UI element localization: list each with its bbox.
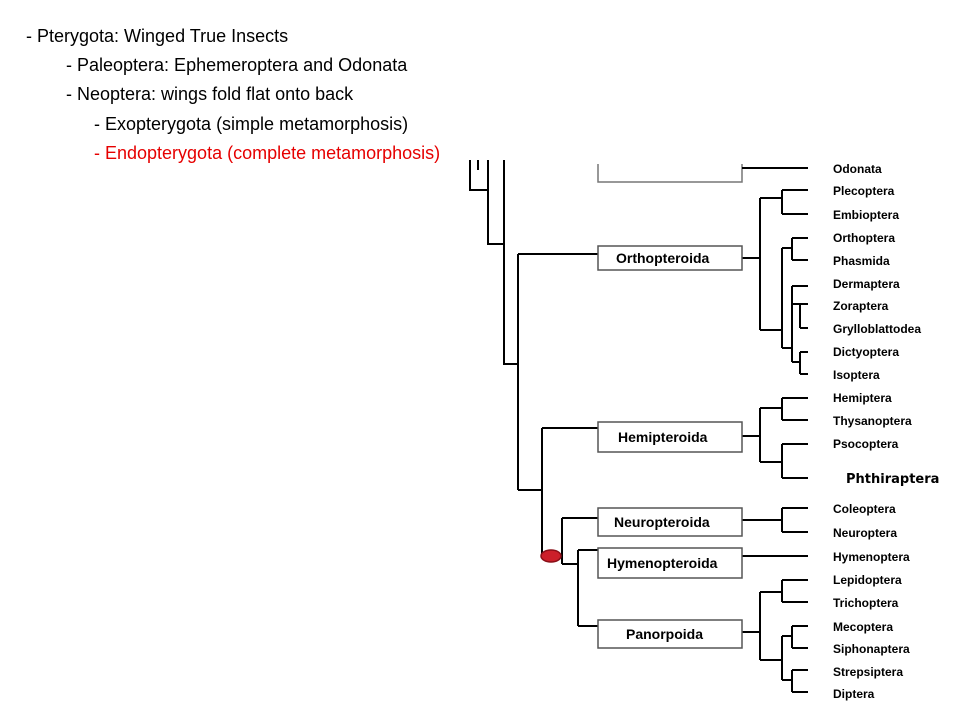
outline-exopterygota: - Exopterygota (simple metamorphosis) — [94, 114, 409, 134]
leaf-dictyoptera: Dictyoptera — [833, 345, 899, 359]
leaf-phasmida: Phasmida — [833, 254, 890, 268]
hemipteroida-box — [597, 421, 743, 453]
leaf-psocoptera: Psocoptera — [833, 437, 899, 451]
leaf-odonata: Odonata — [833, 162, 882, 176]
leaf-plecoptera: Plecoptera — [833, 184, 895, 198]
hymenopteroida-label: Hymenopteroida — [607, 555, 718, 571]
leaf-hemiptera: Hemiptera — [833, 391, 892, 405]
leaf-diptera: Diptera — [833, 687, 875, 701]
leaf-coleoptera: Coleoptera — [833, 502, 896, 516]
leaf-phthiraptera: Phthiraptera — [846, 472, 939, 487]
panorpoida-box — [597, 619, 743, 649]
neuropteroida-label: Neuropteroida — [614, 514, 710, 530]
leaf-mecoptera: Mecoptera — [833, 620, 893, 634]
leaf-embioptera: Embioptera — [833, 208, 899, 222]
leaf-hymenoptera: Hymenoptera — [833, 550, 910, 564]
leaf-lepidoptera: Lepidoptera — [833, 573, 902, 587]
endopterygota-node-marker — [540, 549, 562, 563]
hymenopteroida-box — [597, 547, 743, 579]
panorpoida-label: Panorpoida — [626, 626, 703, 642]
hemipteroida-label: Hemipteroida — [618, 429, 708, 445]
leaf-grylloblattodea: Grylloblattodea — [833, 322, 921, 336]
orthopteroida-label: Orthopteroida — [616, 250, 710, 266]
neuropteroida-box — [597, 507, 743, 537]
orthopteroida-box — [597, 245, 743, 271]
leaf-thysanoptera: Thysanoptera — [833, 414, 912, 428]
leaf-strepsiptera: Strepsiptera — [833, 665, 903, 679]
outline-pterygota: - Pterygota: Winged True Insects — [26, 26, 289, 46]
leaf-dermaptera: Dermaptera — [833, 277, 900, 291]
outline-paleoptera: - Paleoptera: Ephemeroptera and Odonata — [66, 55, 408, 75]
tree-branches — [469, 160, 808, 693]
leaf-isoptera: Isoptera — [833, 368, 880, 382]
outline-neoptera: - Neoptera: wings fold flat onto back — [66, 84, 354, 104]
leaf-siphonaptera: Siphonaptera — [833, 642, 910, 656]
leaf-zoraptera: Zoraptera — [833, 299, 889, 313]
outline-endopterygota: - Endopterygota (complete metamorphosis) — [94, 143, 441, 163]
leaf-neuroptera: Neuroptera — [833, 526, 897, 540]
leaf-orthoptera: Orthoptera — [833, 231, 895, 245]
leaf-labels: Odonata Plecoptera Embioptera Orthoptera… — [833, 162, 939, 701]
leaf-trichoptera: Trichoptera — [833, 596, 899, 610]
